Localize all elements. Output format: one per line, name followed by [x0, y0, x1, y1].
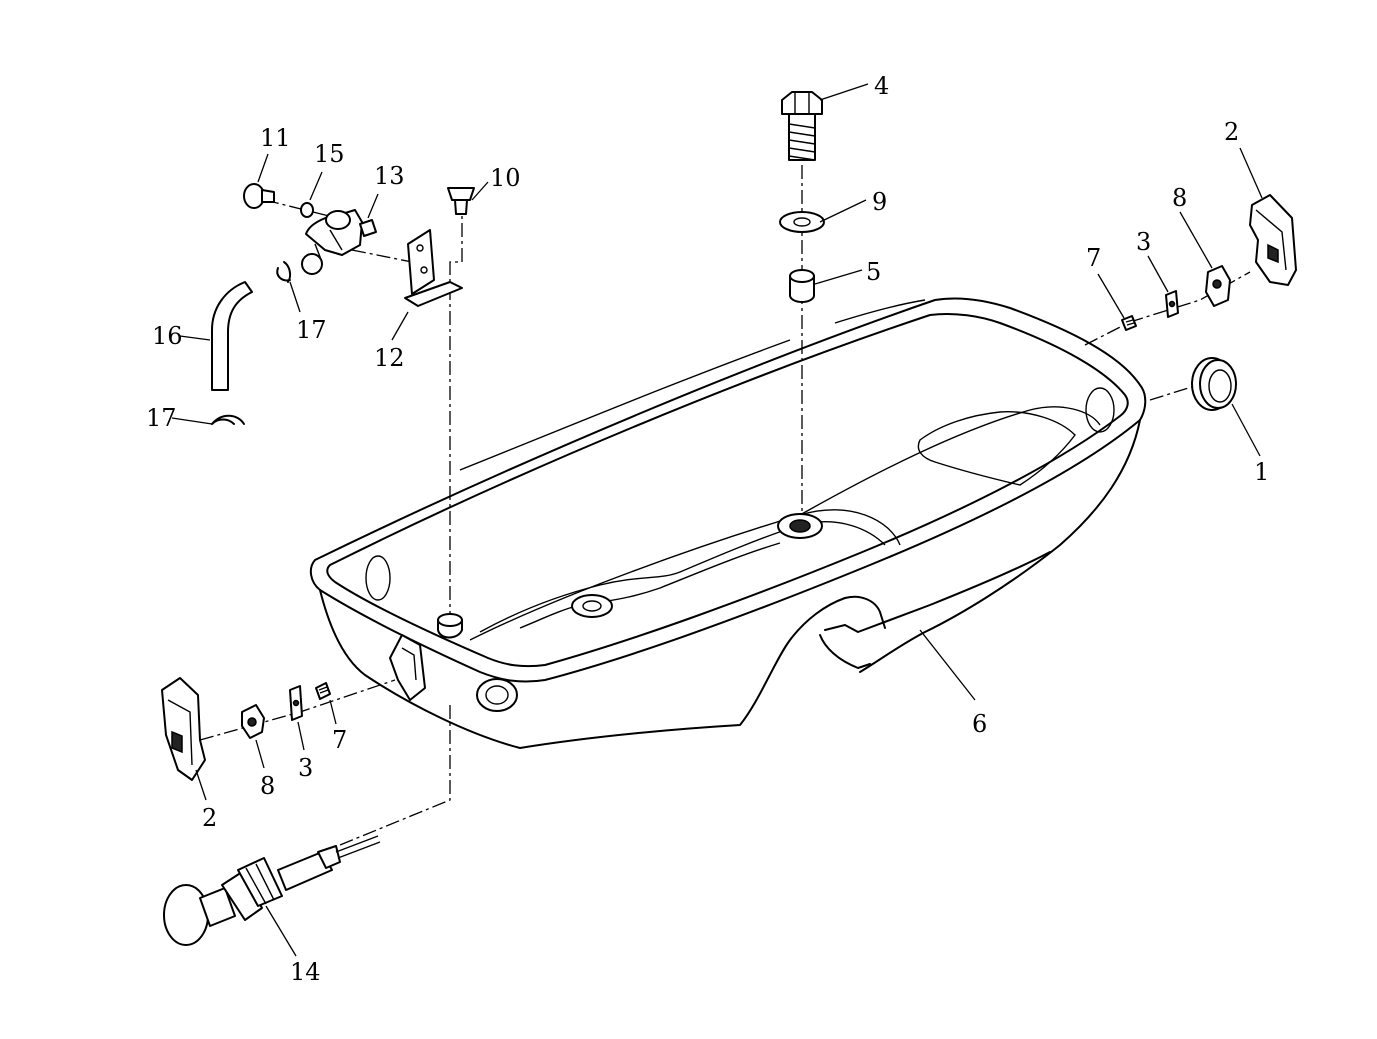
callout-7-right: 7: [1086, 244, 1101, 272]
callout-3-left: 3: [298, 754, 313, 782]
callout-4: 4: [874, 72, 889, 100]
callout-12: 12: [374, 344, 405, 372]
washer-part-9: [779, 211, 825, 233]
callout-17-lower: 17: [146, 404, 177, 432]
left-latch-assembly: [161, 677, 331, 781]
callout-1: 1: [1254, 458, 1269, 486]
callout-3-right: 3: [1136, 228, 1151, 256]
callout-9: 9: [872, 188, 887, 216]
callout-10: 10: [490, 164, 521, 192]
grommet-part-1: [1191, 357, 1237, 411]
callout-8-left: 8: [260, 772, 275, 800]
callout-labels: 1 2 2 3 3 4 5 6 7 7 8 8 9 10 11 12 13 14…: [146, 72, 1269, 986]
choke-linkage-assembly: [211, 183, 475, 425]
callout-leaders: [171, 83, 1263, 957]
callout-11: 11: [260, 124, 291, 152]
choke-knob-part-14: [163, 835, 381, 946]
callout-13: 13: [374, 162, 405, 190]
callout-17-upper: 17: [296, 316, 327, 344]
callout-7-left: 7: [332, 726, 347, 754]
callout-5: 5: [866, 258, 881, 286]
callout-8-right: 8: [1172, 184, 1187, 212]
collar-part-5: [789, 269, 815, 303]
callout-2-left: 2: [202, 804, 217, 832]
callout-14: 14: [290, 958, 321, 986]
callout-16: 16: [152, 322, 183, 350]
right-latch-assembly: [1121, 194, 1297, 331]
callout-6: 6: [972, 710, 987, 738]
callout-2-right: 2: [1224, 118, 1239, 146]
callout-15: 15: [314, 140, 345, 168]
bottom-cowling: [309, 297, 1147, 749]
bolt-part-4: [781, 91, 823, 161]
